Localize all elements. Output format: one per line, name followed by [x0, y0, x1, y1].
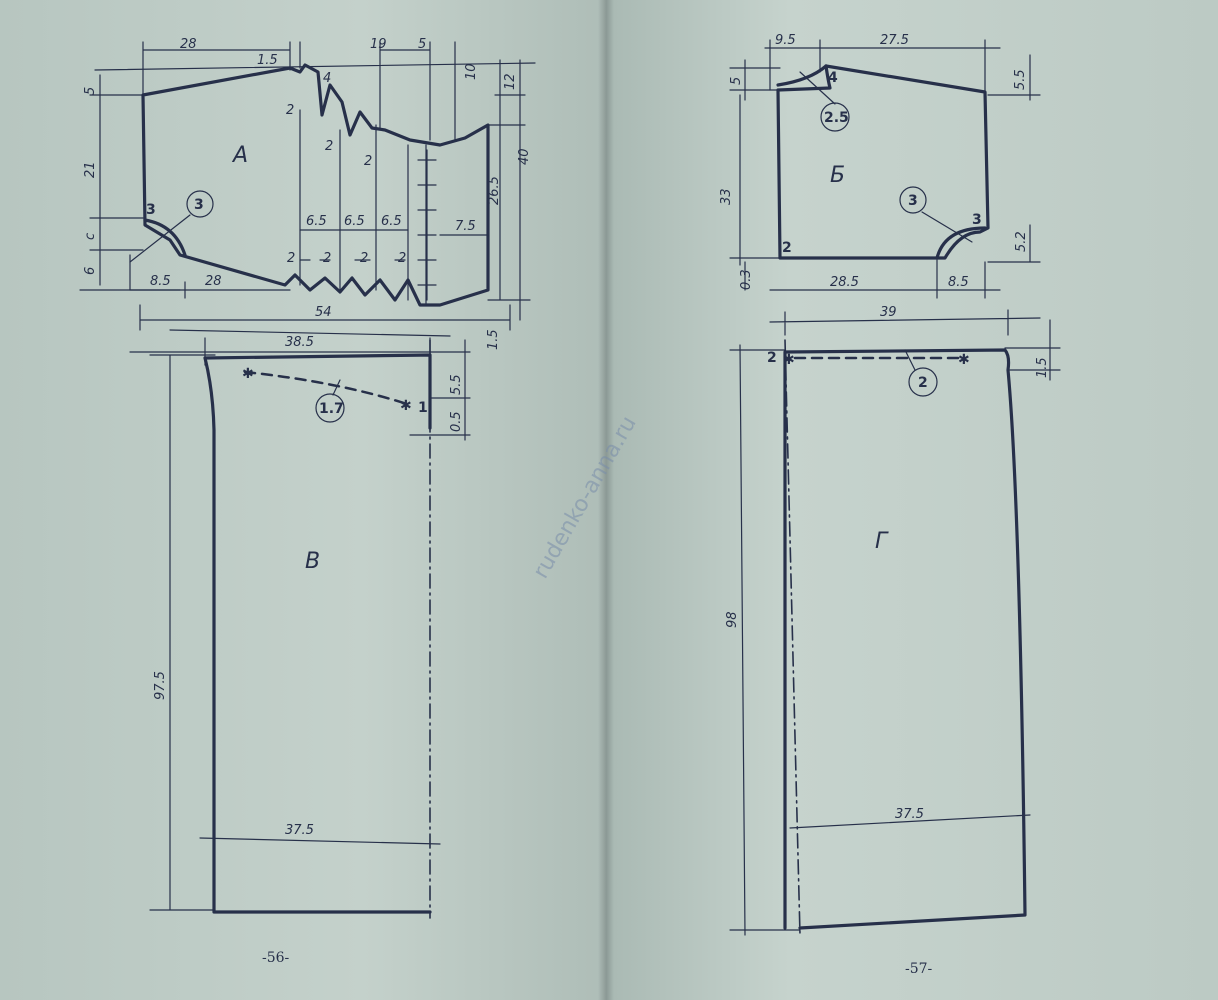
piece-g-star-left: ✱ [783, 352, 795, 368]
left-page-number: -56- [262, 950, 290, 966]
piece-v-point-1: 1 [418, 400, 428, 416]
piece-g-point-2: 2 [767, 350, 777, 366]
pattern-piece-g: ✱ ✱ 2 2 39 1.5 98 37.5 Г [725, 305, 1061, 936]
book-gutter [598, 0, 614, 1000]
piece-a-dim-pleat-2b: 2 [325, 139, 333, 154]
piece-a-circle-label: 3 [194, 197, 204, 213]
piece-a-dim-bot-2a: 2 [287, 251, 295, 266]
piece-g-dim-98: 98 [725, 611, 740, 628]
left-page [0, 0, 606, 1000]
piece-b-circle-top: 2.5 [824, 110, 849, 126]
pattern-piece-a: 3 28 1.5 19 5 4 10 12 40 26.5 5 21 c 6 [79, 37, 536, 350]
piece-g-dim-1-5: 1.5 [1035, 357, 1050, 378]
piece-v-dim-0-5: 0.5 [449, 411, 464, 432]
piece-a-dim-12: 12 [503, 73, 518, 90]
piece-b-dim-5-2: 5.2 [1014, 231, 1029, 252]
piece-b-dim-9-5: 9.5 [775, 33, 796, 48]
piece-a-dim-40: 40 [517, 148, 532, 165]
pattern-piece-v: ✱ ✱ 1 1.7 38.5 5.5 0.5 97.5 37.5 В [129, 329, 471, 919]
piece-a-dim-28: 28 [205, 274, 222, 289]
piece-a-dim-6-5b: 6.5 [344, 214, 365, 229]
piece-b-corner-3: 3 [972, 212, 982, 228]
piece-g-dim-39: 39 [880, 305, 897, 320]
piece-b-dim-27-5: 27.5 [880, 33, 909, 48]
piece-a-dim-bot-2c: 2 [360, 251, 368, 266]
piece-a-dim-top-1-5: 1.5 [257, 53, 278, 68]
piece-a-letter: А [231, 143, 248, 168]
piece-a-dim-1-5: 1.5 [486, 329, 501, 350]
piece-a-dim-8-5: 8.5 [150, 274, 171, 289]
piece-b-dim-33: 33 [719, 188, 734, 205]
piece-a-dim-6: 6 [83, 267, 98, 275]
piece-a-dim-54: 54 [315, 305, 332, 320]
piece-g-letter: Г [875, 529, 889, 554]
piece-v-star-left: ✱ [242, 366, 254, 382]
piece-a-dim-6-5a: 6.5 [306, 214, 327, 229]
piece-a-corner-3: 3 [146, 202, 156, 218]
piece-b-corner-2: 2 [782, 240, 792, 256]
piece-a-dim-6-5c: 6.5 [381, 214, 402, 229]
piece-v-circle-label: 1.7 [319, 401, 344, 417]
piece-a-dim-4: 4 [323, 71, 331, 86]
piece-v-dim-37-5: 37.5 [285, 823, 314, 838]
piece-v-letter: В [305, 549, 320, 574]
piece-a-dim-top-5: 5 [418, 37, 426, 52]
piece-v-star-right: ✱ [400, 398, 412, 414]
piece-a-dim-top-19: 19 [370, 37, 387, 52]
piece-a-dim-pleat-2c: 2 [364, 154, 372, 169]
piece-b-letter: Б [830, 163, 845, 188]
pattern-piece-b: 2.5 3 9.5 27.5 5.5 5 33 5.2 0.3 28.5 8.5… [719, 33, 1041, 299]
right-page [606, 0, 1218, 1000]
piece-g-dim-37-5: 37.5 [895, 807, 924, 822]
piece-a-dim-top-28: 28 [180, 37, 197, 52]
piece-b-dim-28-5: 28.5 [830, 275, 859, 290]
piece-a-dim-10: 10 [464, 63, 479, 80]
watermark-text: rudenko-anna.ru [529, 412, 642, 583]
piece-b-dim-0-3: 0.3 [739, 269, 754, 290]
piece-a-dim-bot-2b: 2 [323, 251, 331, 266]
piece-a-dim-5: 5 [83, 87, 98, 95]
piece-g-circle-label: 2 [918, 375, 928, 391]
piece-b-corner-4: 4 [828, 70, 838, 86]
piece-b-dim-8-5: 8.5 [948, 275, 969, 290]
piece-v-dim-5-5: 5.5 [449, 374, 464, 395]
piece-a-dim-7-5: 7.5 [455, 219, 476, 234]
piece-b-circle-bottom: 3 [908, 193, 918, 209]
piece-a-dim-26-5: 26.5 [487, 176, 502, 205]
piece-b-dim-5: 5 [729, 77, 744, 85]
right-page-number: -57- [905, 961, 933, 977]
piece-b-dim-5-5: 5.5 [1013, 69, 1028, 90]
piece-a-dim-bot-2d: 2 [398, 251, 406, 266]
piece-a-dim-c: c [83, 233, 98, 240]
piece-a-dim-pleat-2a: 2 [286, 103, 294, 118]
piece-a-dim-21: 21 [83, 161, 98, 178]
piece-g-star-right: ✱ [958, 352, 970, 368]
piece-v-dim-38-5: 38.5 [285, 335, 314, 350]
piece-v-dim-97-5: 97.5 [153, 671, 168, 700]
